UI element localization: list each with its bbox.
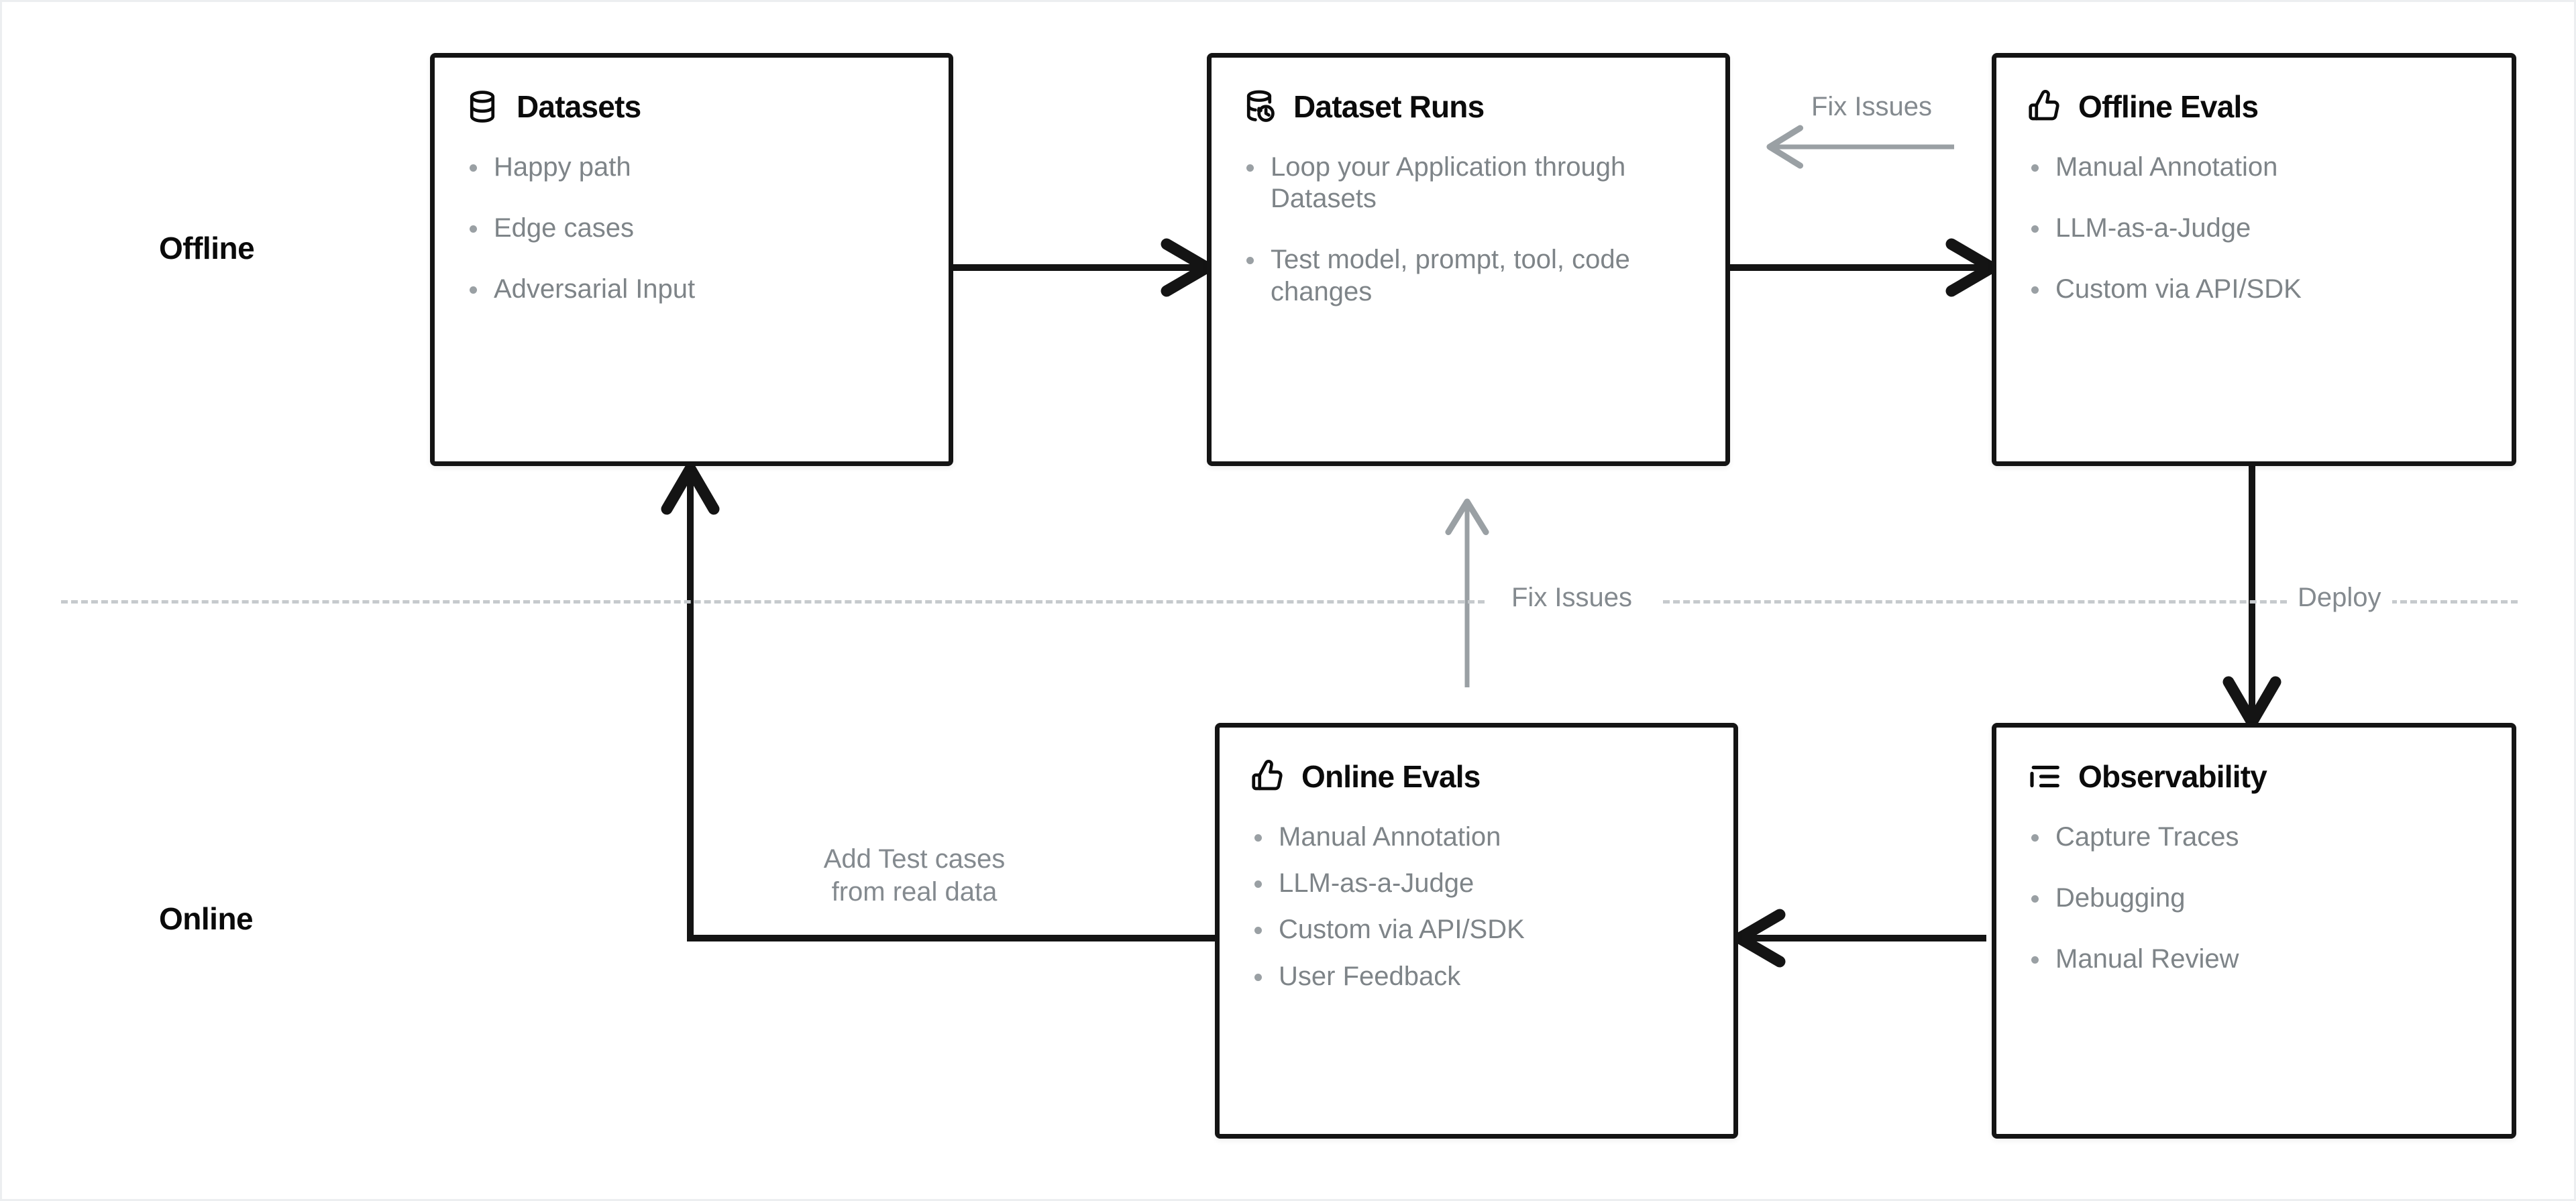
list-tree-icon [2026, 758, 2062, 795]
node-header: Observability [2026, 758, 2482, 795]
divider-line-middle [1663, 600, 2287, 604]
list-item: Loop your Application through Datasets [1241, 152, 1696, 215]
node-dataset-runs[interactable]: Dataset Runs Loop your Application throu… [1207, 53, 1730, 466]
node-title: Datasets [517, 89, 641, 124]
edge-label-fix-issues-top: Fix Issues [1811, 92, 1933, 121]
node-header: Online Evals [1249, 758, 1704, 795]
divider-line-right [2370, 600, 2518, 604]
list-item: Adversarial Input [464, 274, 919, 305]
node-bullet-list: Loop your Application through Datasets T… [1241, 152, 1696, 308]
database-icon [464, 89, 500, 125]
list-item: Custom via API/SDK [1249, 914, 1704, 946]
node-header: Dataset Runs [1241, 89, 1696, 125]
node-title: Dataset Runs [1293, 89, 1485, 124]
node-header: Datasets [464, 89, 919, 125]
list-item: Manual Annotation [2026, 152, 2482, 183]
list-item: LLM-as-a-Judge [2026, 213, 2482, 244]
node-datasets[interactable]: Datasets Happy path Edge cases Adversari… [430, 53, 953, 466]
node-observability[interactable]: Observability Capture Traces Debugging M… [1992, 723, 2516, 1139]
node-title: Online Evals [1301, 759, 1481, 794]
list-item: Manual Annotation [1249, 821, 1704, 853]
divider-label-deploy: Deploy [2287, 583, 2392, 613]
list-item: Test model, prompt, tool, code changes [1241, 244, 1696, 307]
node-title: Observability [2078, 759, 2267, 794]
node-title: Offline Evals [2078, 89, 2259, 124]
list-item: Happy path [464, 152, 919, 183]
node-online-evals[interactable]: Online Evals Manual Annotation LLM-as-a-… [1215, 723, 1738, 1139]
list-item: LLM-as-a-Judge [1249, 868, 1704, 899]
list-item: Custom via API/SDK [2026, 274, 2482, 305]
database-refresh-icon [1241, 89, 1277, 125]
divider-label-fix-issues: Fix Issues [1501, 583, 1644, 613]
section-label-offline: Offline [159, 231, 255, 266]
list-item: Edge cases [464, 213, 919, 244]
list-item: Capture Traces [2026, 821, 2482, 853]
section-label-online: Online [159, 901, 254, 936]
node-header: Offline Evals [2026, 89, 2482, 125]
node-offline-evals[interactable]: Offline Evals Manual Annotation LLM-as-a… [1992, 53, 2516, 466]
node-bullet-list: Happy path Edge cases Adversarial Input [464, 152, 919, 306]
thumbs-up-icon [2026, 89, 2062, 125]
node-bullet-list: Capture Traces Debugging Manual Review [2026, 821, 2482, 976]
list-item: Debugging [2026, 882, 2482, 914]
divider-line-left [61, 600, 1485, 604]
node-bullet-list: Manual Annotation LLM-as-a-Judge Custom … [1249, 821, 1704, 992]
node-bullet-list: Manual Annotation LLM-as-a-Judge Custom … [2026, 152, 2482, 306]
list-item: Manual Review [2026, 943, 2482, 975]
list-item: User Feedback [1249, 961, 1704, 992]
edge-label-add-test-cases: Add Test cases from real data [823, 844, 1006, 907]
thumbs-up-icon [1249, 758, 1285, 795]
